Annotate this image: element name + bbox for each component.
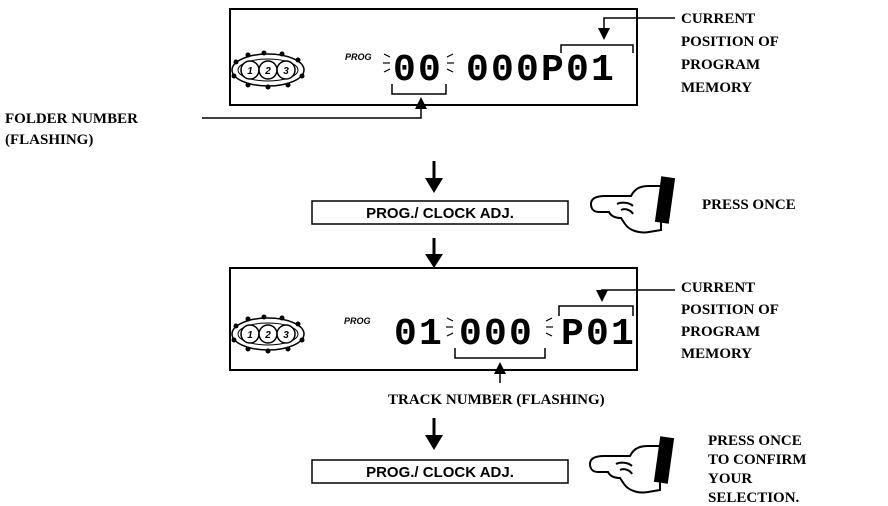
down-arrow-icon [425,238,443,268]
lcd-digit: 0 [491,49,514,92]
lcd-digit: 0 [566,49,589,92]
flash-marks-folder [383,53,454,73]
pointer-current-1 [598,17,675,40]
lcd-frame-2 [229,267,638,371]
bracket-p01-1 [560,44,634,53]
bracket-track [454,348,546,359]
disc-number: 2 [264,66,271,77]
annotation-current-1: CURRENT POSITION OF PROGRAM MEMORY [681,11,779,96]
lcd-digit: 1 [591,49,614,92]
prog-clock-adj-button-1[interactable]: PROG./ CLOCK ADJ. [311,200,569,225]
lcd-digit: P [561,313,584,356]
lcd-digit: P [541,49,564,92]
svg-text:YOUR: YOUR [708,471,752,487]
instruction-step1: PRESS ONCE [702,197,796,213]
pointing-hand-icon [588,436,675,494]
pointing-hand-icon [589,176,676,234]
lcd-digit: 1 [419,313,442,356]
svg-text:TO CONFIRM: TO CONFIRM [708,452,806,468]
pointer-current-2 [596,289,675,302]
disc-number: 3 [283,330,289,341]
annotation-current-2: CURRENT POSITION OF PROGRAM MEMORY [681,280,779,362]
svg-text:PRESS ONCE: PRESS ONCE [702,197,796,213]
disc-number: 2 [264,330,271,341]
svg-text:MEMORY: MEMORY [681,80,752,96]
svg-text:PROGRAM: PROGRAM [681,324,760,340]
lcd-panel-1: 1 2 3 PROG 0 0 0 0 0 P 0 1 [229,8,638,106]
svg-text:CURRENT: CURRENT [681,280,755,296]
lcd-digit: 0 [516,49,539,92]
lcd-digit: 0 [586,313,609,356]
svg-text:FOLDER NUMBER: FOLDER NUMBER [5,111,138,127]
lcd-digit: 0 [459,313,482,356]
lcd-digit: 1 [611,313,634,356]
annotation-track: TRACK NUMBER (FLASHING) [388,392,605,408]
lcd-frame-1 [229,8,638,106]
lcd-digit: 0 [484,313,507,356]
annotation-folder: FOLDER NUMBER (FLASHING) [5,111,138,148]
lcd-digit: 0 [394,313,417,356]
down-arrow-icon [425,161,443,193]
svg-text:POSITION OF: POSITION OF [681,34,779,50]
svg-text:CURRENT: CURRENT [681,11,755,27]
button-label: PROG./ CLOCK ADJ. [366,464,514,481]
svg-text:PROGRAM: PROGRAM [681,57,760,73]
svg-text:MEMORY: MEMORY [681,346,752,362]
instruction-step2: PRESS ONCE TO CONFIRM YOUR SELECTION. [708,433,806,506]
lcd-digit: 0 [509,313,532,356]
disc-icon-1: 1 2 3 [231,50,305,90]
svg-text:(FLASHING): (FLASHING) [5,132,93,148]
down-arrow-icon [425,418,443,450]
prog-indicator: PROG [344,316,371,326]
svg-text:SELECTION.: SELECTION. [708,490,800,506]
svg-text:PRESS ONCE: PRESS ONCE [708,433,802,449]
lcd-digits-1: 0 0 0 0 0 P 0 1 [393,49,614,92]
lcd-digit: 0 [466,49,489,92]
disc-icon-2: 1 2 3 [231,314,305,354]
lcd-digit: 0 [393,49,416,92]
pointer-folder [202,97,427,119]
flash-marks-track [446,317,553,337]
lcd-panel-2: 1 2 3 PROG 0 1 0 0 0 P 0 1 [229,267,638,371]
svg-text:POSITION OF: POSITION OF [681,302,779,318]
lcd-digit: 0 [418,49,441,92]
bracket-folder [391,84,447,95]
prog-indicator: PROG [345,52,372,62]
lcd-digits-2: 0 1 0 0 0 P 0 1 [394,313,634,356]
bracket-p01-2 [558,305,634,316]
disc-number: 1 [247,66,253,77]
disc-number: 1 [247,330,253,341]
prog-clock-adj-button-2[interactable]: PROG./ CLOCK ADJ. [311,459,569,484]
svg-text:TRACK NUMBER (FLASHING): TRACK NUMBER (FLASHING) [388,392,605,408]
button-label: PROG./ CLOCK ADJ. [366,205,514,222]
disc-number: 3 [283,66,289,77]
